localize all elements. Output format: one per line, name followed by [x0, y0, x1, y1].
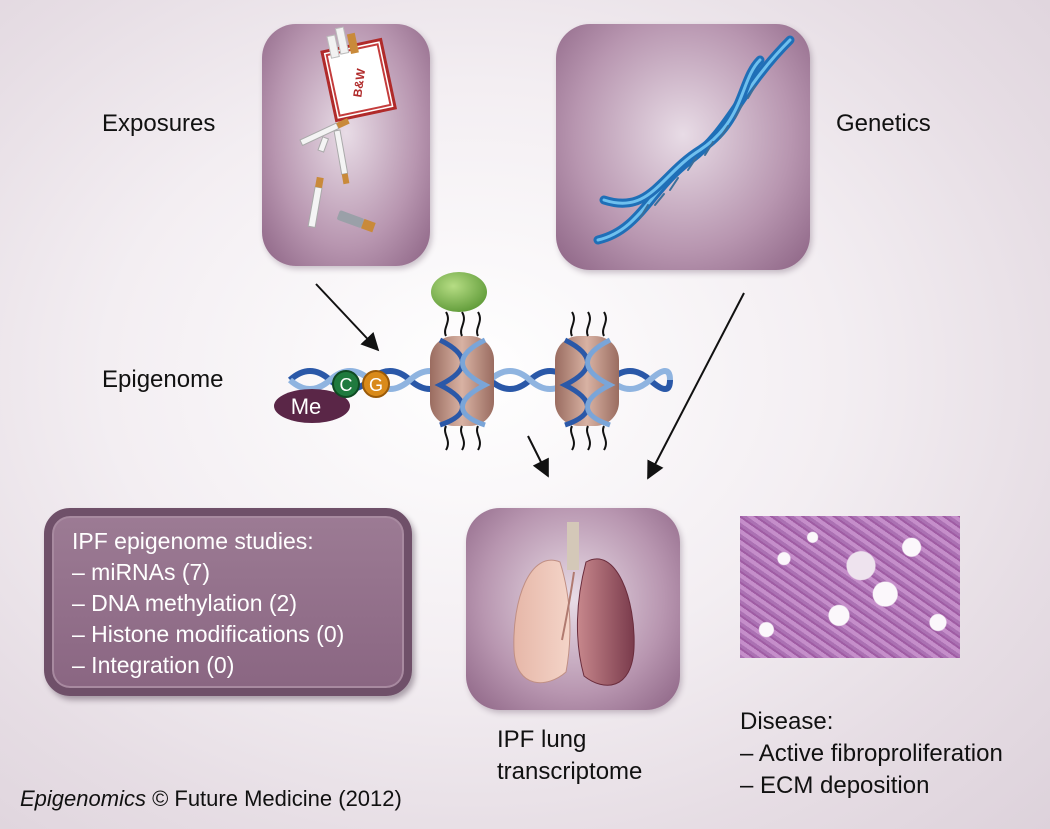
epigenome-studies-box: IPF epigenome studies: – miRNAs (7) – DN… [44, 508, 412, 696]
studies-item: – DNA methylation (2) [72, 590, 297, 616]
nucleosome-right [555, 311, 619, 451]
exposures-label: Exposures [102, 110, 216, 137]
methyl-oval [274, 389, 350, 423]
svg-text:B&W: B&W [350, 67, 368, 98]
lungs-icon [513, 522, 635, 686]
nucleosome-left [430, 311, 494, 451]
cigarettes-icon: B&W [299, 26, 398, 233]
cytosine-circle [332, 370, 360, 398]
transcriptome-label-line1: IPF lung [497, 726, 587, 753]
guanine-circle [362, 370, 390, 398]
histone-mark-oval [431, 272, 487, 312]
transcriptome-label-line2: transcriptome [497, 758, 643, 785]
studies-item: – Integration (0) [72, 652, 235, 678]
arrow-exposures-to-epigenome [315, 283, 380, 352]
disease-item: – Active fibroproliferation [740, 740, 1003, 767]
cytosine-label: C [340, 375, 353, 395]
guanine-label: G [369, 375, 383, 395]
lung-histology-image [740, 516, 960, 658]
genetics-label: Genetics [836, 110, 931, 137]
disease-item: – ECM deposition [740, 772, 930, 799]
arrow-genetics-to-transcriptome [647, 292, 745, 480]
footer-credit: Epigenomics © Future Medicine (2012) [20, 786, 402, 812]
studies-item: – Histone modifications (0) [72, 621, 345, 647]
footer-journal: Epigenomics [20, 786, 146, 811]
arrow-epigenome-to-transcriptome [527, 435, 549, 478]
epigenome-label: Epigenome [102, 366, 224, 393]
dna-helix-icon [593, 35, 795, 245]
studies-title: IPF epigenome studies: [72, 528, 314, 554]
footer-rest: © Future Medicine (2012) [145, 786, 402, 811]
studies-item: – miRNAs (7) [72, 559, 211, 585]
methyl-label: Me [291, 394, 322, 419]
disease-title: Disease: [740, 708, 834, 735]
